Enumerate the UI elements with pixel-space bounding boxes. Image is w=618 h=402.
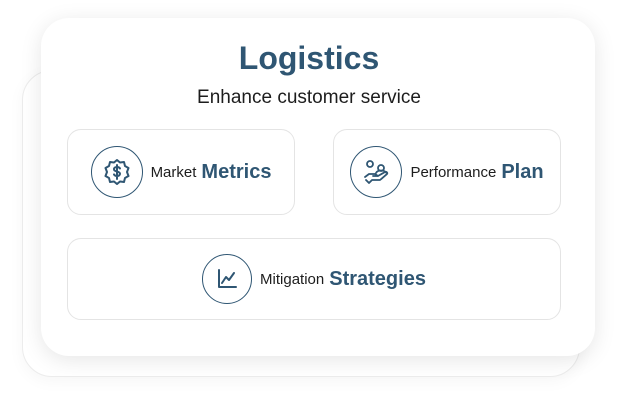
card-label: Mitigation (260, 270, 325, 288)
line-chart-icon (202, 254, 253, 304)
card-label: Market (150, 163, 197, 181)
card-market-metrics[interactable]: Market Metrics (67, 129, 295, 215)
card-emphasis: Strategies (329, 267, 426, 290)
card-performance-plan[interactable]: Performance Plan (333, 129, 561, 215)
page-subtitle: Enhance customer service (197, 87, 421, 108)
card-mitigation-strategies[interactable]: Mitigation Strategies (67, 238, 561, 320)
card-label: Performance (410, 163, 497, 181)
dollar-badge-icon (90, 146, 143, 198)
card-emphasis: Metrics (201, 160, 272, 183)
hand-people-icon (350, 146, 403, 198)
page-title: Logistics (238, 40, 380, 76)
card-emphasis: Plan (501, 160, 544, 183)
